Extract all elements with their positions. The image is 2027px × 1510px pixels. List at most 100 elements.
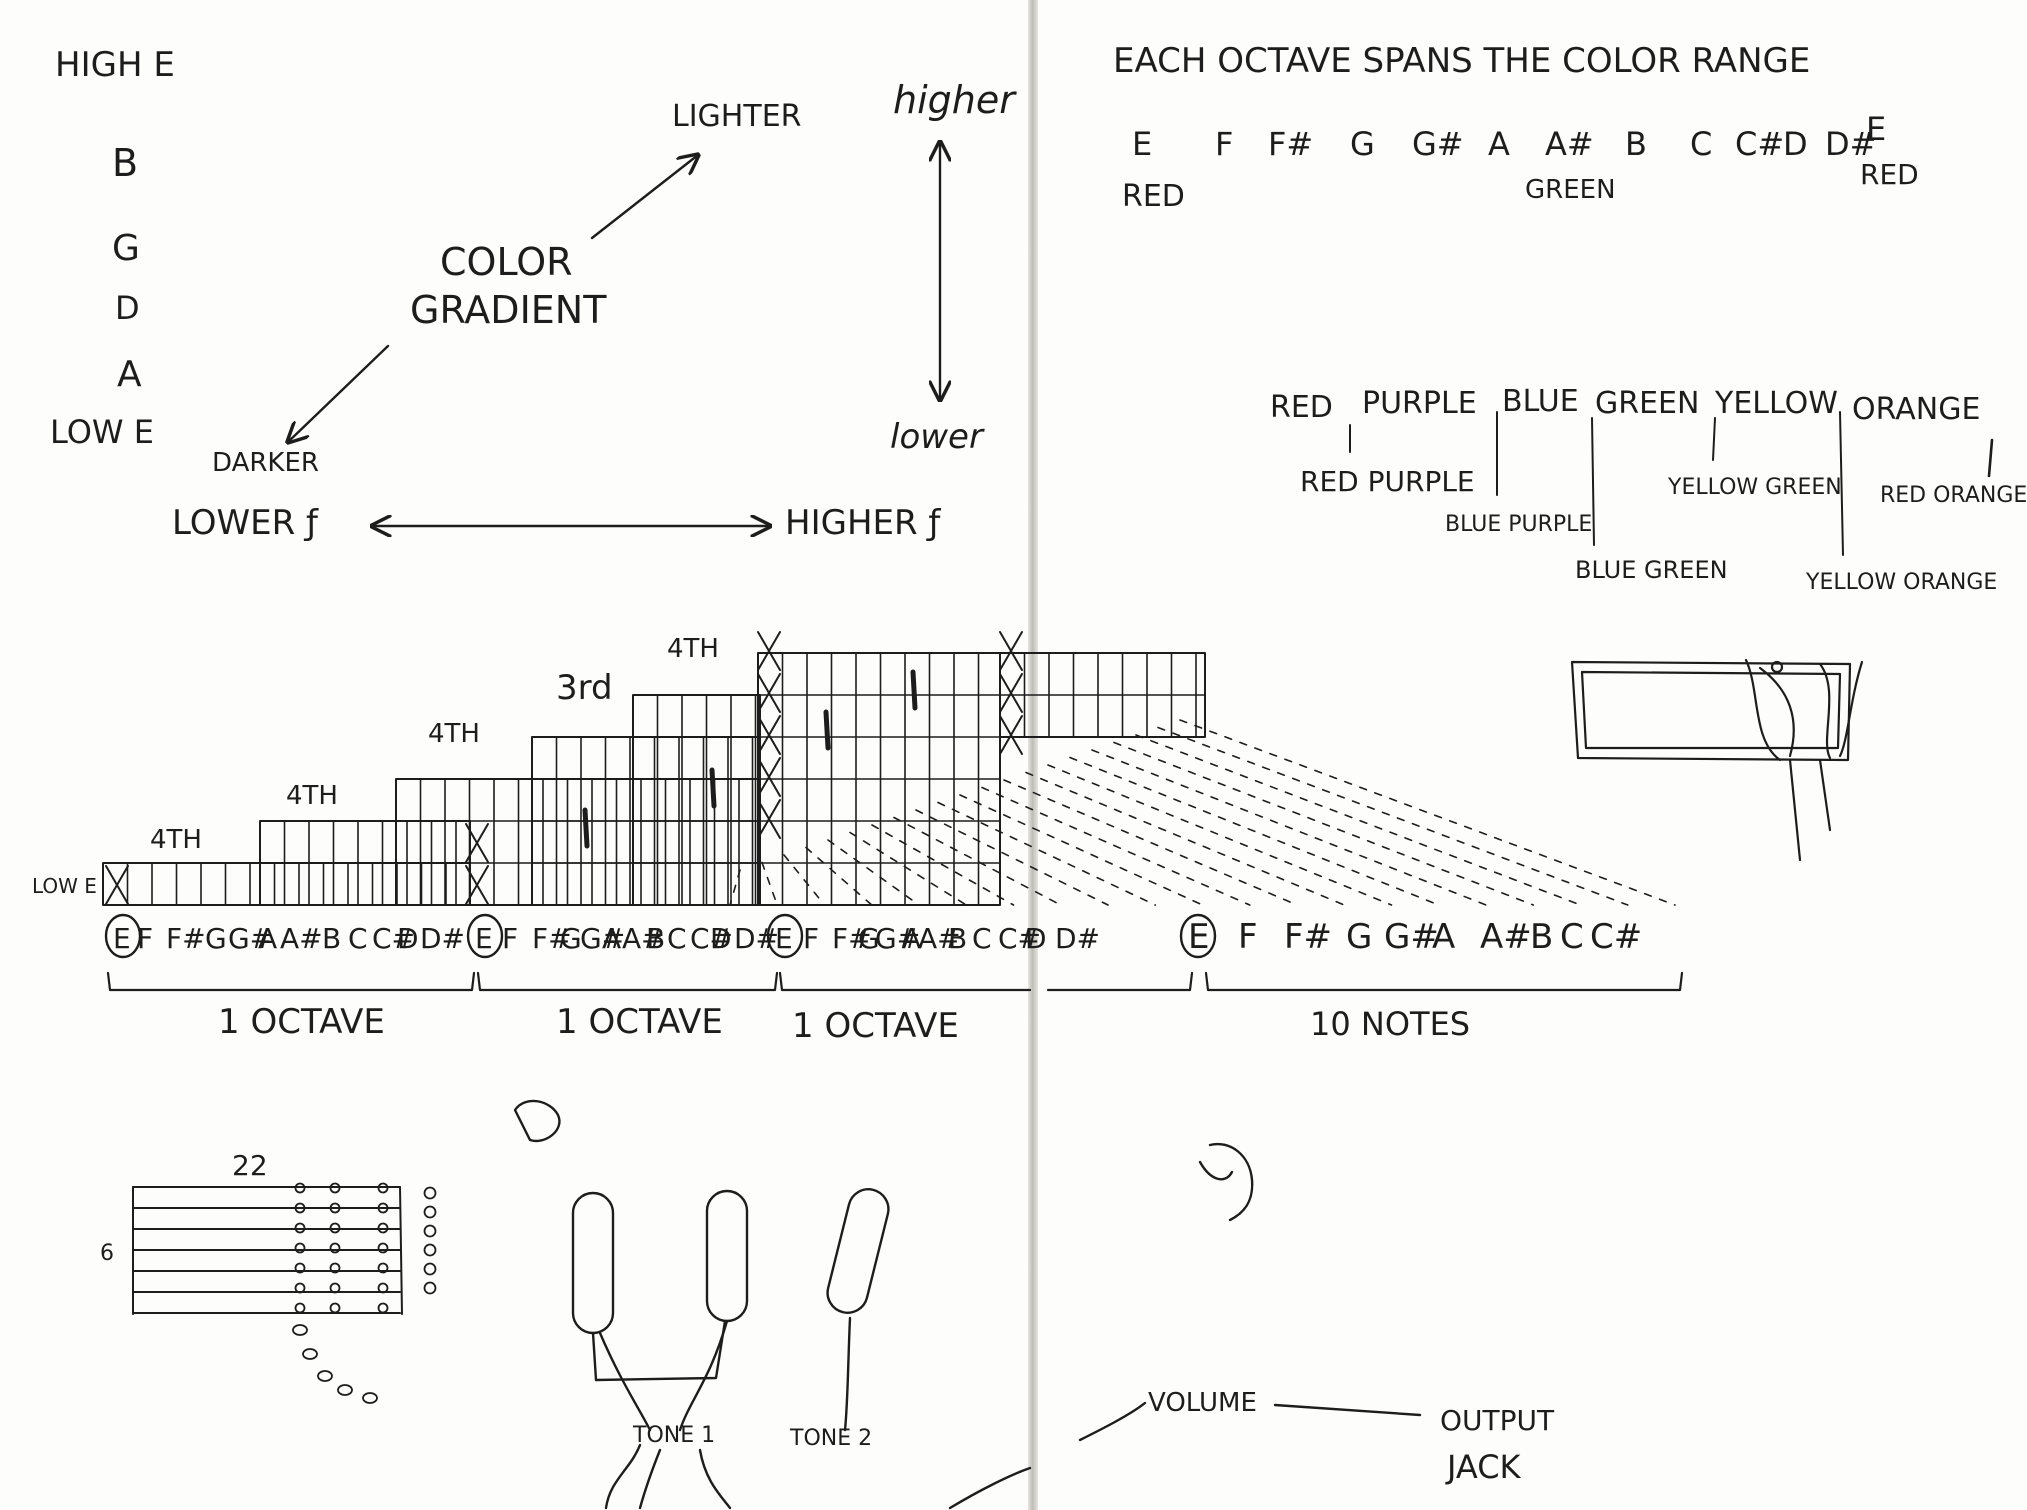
run-note: F# — [166, 922, 206, 955]
run-note: D — [1025, 922, 1047, 955]
run-note: C — [1560, 917, 1584, 957]
root-cross — [1000, 632, 1022, 670]
low-e-label: LOW E — [32, 874, 97, 898]
pickup-2 — [707, 1191, 747, 1321]
root-cross — [758, 758, 780, 796]
color-primary-blue: BLUE — [1502, 384, 1579, 419]
run-note: G — [1346, 917, 1372, 957]
root-cross — [106, 866, 128, 904]
root-cross — [1000, 716, 1022, 754]
volume-label: VOLUME — [1148, 1388, 1257, 1418]
run-note: B — [948, 922, 967, 955]
higher-label: higher — [893, 78, 1017, 122]
run-note: G — [560, 922, 582, 955]
run-note: B — [1530, 917, 1553, 957]
octave-note: E — [1866, 110, 1886, 148]
lighter-arrow — [592, 155, 698, 238]
octave-note: E — [1132, 125, 1152, 163]
neck-sketch: 22 6 — [100, 1149, 436, 1403]
run-note: D# — [1055, 922, 1100, 955]
octave-heading: EACH OCTAVE SPANS THE COLOR RANGE — [1113, 41, 1810, 81]
jack-label: JACK — [1445, 1448, 1522, 1486]
pickup-3 — [823, 1185, 892, 1317]
octave-color-end: RED — [1860, 158, 1919, 191]
tone2-label: TONE 2 — [789, 1426, 872, 1451]
octave-note: G — [1350, 125, 1375, 163]
string-label-g: G — [112, 228, 140, 269]
octave-note: G# — [1412, 125, 1464, 163]
color-blend-blue-purple: BLUE PURPLE — [1445, 512, 1592, 537]
lower-label: lower — [890, 417, 985, 457]
root-cross — [758, 674, 780, 712]
run-note: F — [1238, 917, 1258, 957]
darker-arrow — [288, 346, 388, 442]
bracket-label-3: 1 OCTAVE — [792, 1006, 959, 1046]
run-note: G# — [1384, 917, 1439, 957]
octave-note: F — [1215, 125, 1233, 163]
root-cross — [758, 632, 780, 670]
run-note: D# — [420, 922, 465, 955]
run-note: F# — [1284, 917, 1332, 957]
run-note: A# — [1480, 917, 1532, 957]
octave-note: F# — [1268, 125, 1313, 163]
run-note: A# — [280, 922, 323, 955]
run-note: C — [348, 922, 368, 955]
run-note: E — [775, 922, 793, 955]
octave-note: A — [1488, 125, 1510, 163]
output-label: OUTPUT — [1440, 1404, 1555, 1437]
color-gradient-diagram: LIGHTER COLOR GRADIENT DARKER higher low… — [172, 78, 1017, 543]
bracket-label-4: 10 NOTES — [1310, 1005, 1470, 1043]
run-note: B — [322, 922, 341, 955]
run-note: C — [667, 922, 687, 955]
fret-block — [633, 695, 760, 905]
color-primary-yellow: YELLOW — [1714, 386, 1838, 421]
fret-block — [396, 779, 760, 905]
gradient-title-line2: GRADIENT — [410, 288, 607, 332]
run-note: A — [258, 922, 277, 955]
color-primary-green: GREEN — [1595, 386, 1699, 421]
octave-note: C — [1690, 125, 1712, 163]
bracket-label-1: 1 OCTAVE — [218, 1002, 385, 1042]
octave-note: A# — [1545, 125, 1594, 163]
string-label-b: B — [112, 141, 138, 185]
string-labels: HIGH E B G D A LOW E — [50, 45, 175, 451]
run-note: E — [475, 922, 493, 955]
run-note: G — [205, 922, 227, 955]
string-label-a: A — [117, 354, 142, 395]
darker-label: DARKER — [212, 448, 319, 478]
run-note: A — [602, 922, 621, 955]
fret-block — [103, 863, 470, 905]
octave-color-middle: GREEN — [1525, 175, 1616, 205]
run-note: C — [972, 922, 992, 955]
step-label-2: 4TH — [286, 781, 338, 811]
run-note: D — [710, 922, 732, 955]
color-blend-yellow-orange: YELLOW ORANGE — [1805, 570, 1997, 595]
string-label-low-e: LOW E — [50, 413, 154, 451]
color-primary-orange: ORANGE — [1852, 392, 1980, 427]
string-count-label: 6 — [100, 1241, 114, 1266]
string-label-high-e: HIGH E — [55, 45, 175, 85]
higher-f-label: HIGHER ƒ — [785, 503, 941, 543]
run-note: E — [113, 922, 131, 955]
root-cross — [758, 800, 780, 838]
octave-color-start: RED — [1122, 179, 1185, 214]
tone1-label: TONE 1 — [632, 1423, 715, 1448]
color-blend-yellow-green: YELLOW GREEN — [1667, 475, 1842, 500]
string-label-d: D — [115, 289, 140, 327]
pick-shape — [515, 1101, 559, 1141]
run-note: A — [1432, 917, 1455, 957]
lighter-label: LIGHTER — [672, 99, 802, 134]
octave-note: C# — [1735, 125, 1784, 163]
color-list: RED PURPLE BLUE GREEN YELLOW ORANGE RED … — [1270, 384, 2027, 595]
step-label-1: 4TH — [150, 825, 202, 855]
color-primary-purple: PURPLE — [1362, 386, 1477, 421]
octave-brackets — [108, 973, 1682, 990]
fretboard-perspective-lines — [730, 720, 1675, 905]
lower-f-label: LOWER ƒ — [172, 503, 319, 543]
run-note: F — [803, 922, 819, 955]
step-label-4: 3rd — [556, 668, 613, 708]
